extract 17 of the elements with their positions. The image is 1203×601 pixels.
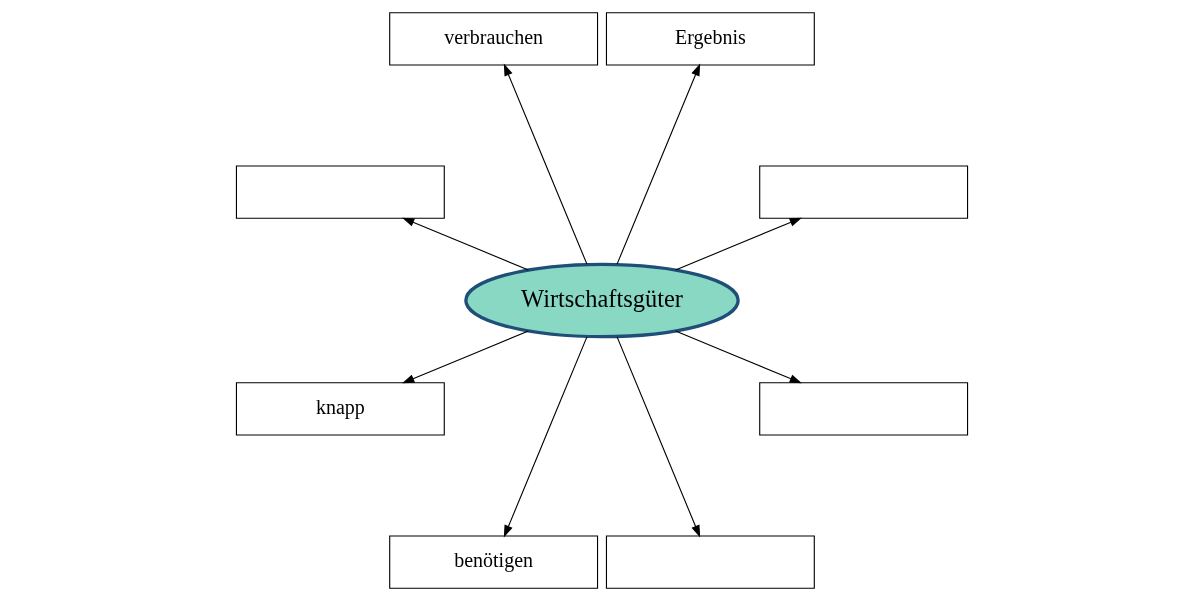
node-ellipse: Wirtschaftsgüter bbox=[463, 262, 740, 339]
node-box: verbrauchen bbox=[388, 12, 598, 66]
arrow bbox=[503, 63, 587, 265]
arrow bbox=[674, 217, 802, 271]
arrow bbox=[674, 330, 802, 384]
arrow bbox=[503, 336, 587, 538]
node-box: benötigen bbox=[388, 535, 598, 589]
node-box: knapp bbox=[235, 382, 445, 436]
arrow bbox=[616, 63, 700, 265]
node-box: Ergebnis bbox=[605, 12, 815, 66]
node-box bbox=[758, 382, 968, 436]
node-box bbox=[758, 165, 968, 219]
arrow bbox=[401, 330, 529, 384]
arrow bbox=[401, 217, 529, 271]
node-box bbox=[605, 535, 815, 589]
node-box bbox=[235, 165, 445, 219]
arrow bbox=[616, 336, 700, 538]
